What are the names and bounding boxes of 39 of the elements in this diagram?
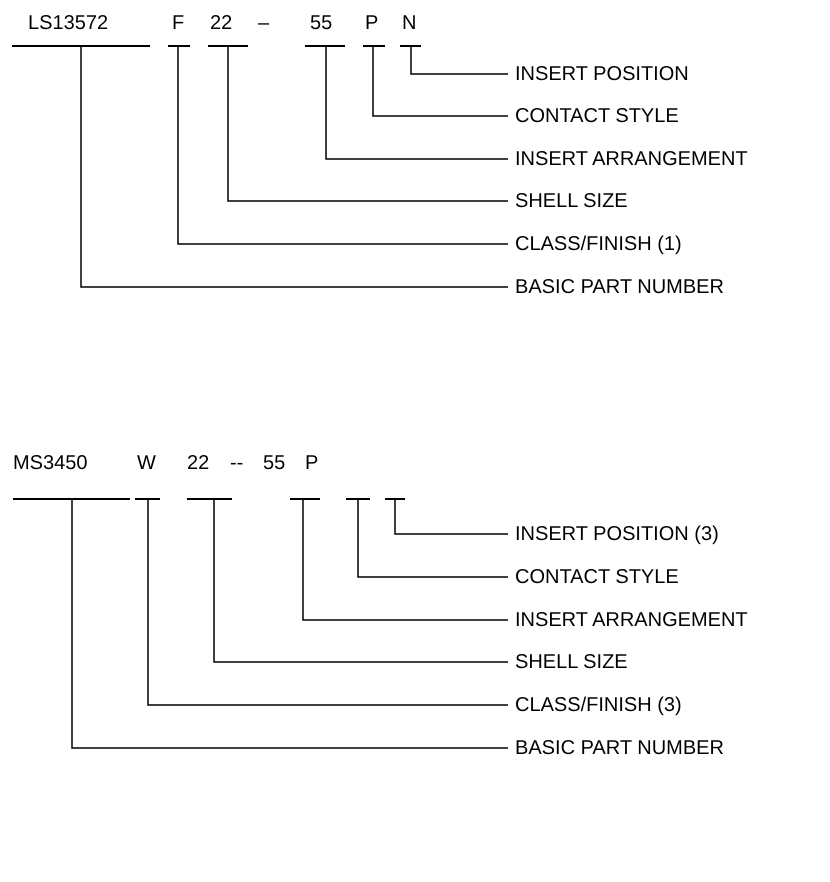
leader-line (410, 47, 508, 75)
code-segment: F (168, 12, 190, 47)
code-separator: 55 (263, 452, 286, 475)
field-label: CLASS/FINISH (3) (515, 693, 682, 717)
leader-line (213, 500, 508, 663)
code-segment: 22 (187, 452, 232, 500)
field-label: BASIC PART NUMBER (515, 736, 724, 760)
code-segment: W (135, 452, 160, 500)
blank-field-underline (346, 498, 370, 500)
field-label: SHELL SIZE (515, 189, 628, 213)
field-label: INSERT POSITION (515, 62, 689, 86)
leader-line (302, 500, 508, 621)
code-separator: -- (230, 452, 244, 475)
leader-line (325, 47, 508, 160)
code-separator: – (258, 12, 270, 35)
field-label: SHELL SIZE (515, 650, 628, 674)
code-segment: MS3450 (13, 452, 130, 500)
field-label: INSERT POSITION (3) (515, 522, 719, 546)
field-label: CLASS/FINISH (1) (515, 232, 682, 256)
code-segment: N (400, 12, 421, 47)
leader-line (357, 500, 508, 578)
field-label: BASIC PART NUMBER (515, 275, 724, 299)
leader-line (80, 47, 508, 288)
leader-line (177, 47, 508, 245)
code-segment: 55 (305, 12, 345, 47)
field-label: CONTACT STYLE (515, 104, 679, 128)
leader-line (372, 47, 508, 117)
code-segment: P (363, 12, 385, 47)
blank-field-underline (385, 498, 405, 500)
leader-line (71, 500, 508, 749)
leader-line (394, 500, 508, 535)
code-segment: P (290, 452, 320, 500)
field-label: INSERT ARRANGEMENT (515, 147, 748, 171)
code-segment: 22 (208, 12, 248, 47)
code-segment: LS13572 (12, 12, 150, 47)
leader-line (227, 47, 508, 202)
leader-line (147, 500, 508, 706)
field-label: INSERT ARRANGEMENT (515, 608, 748, 632)
field-label: CONTACT STYLE (515, 565, 679, 589)
